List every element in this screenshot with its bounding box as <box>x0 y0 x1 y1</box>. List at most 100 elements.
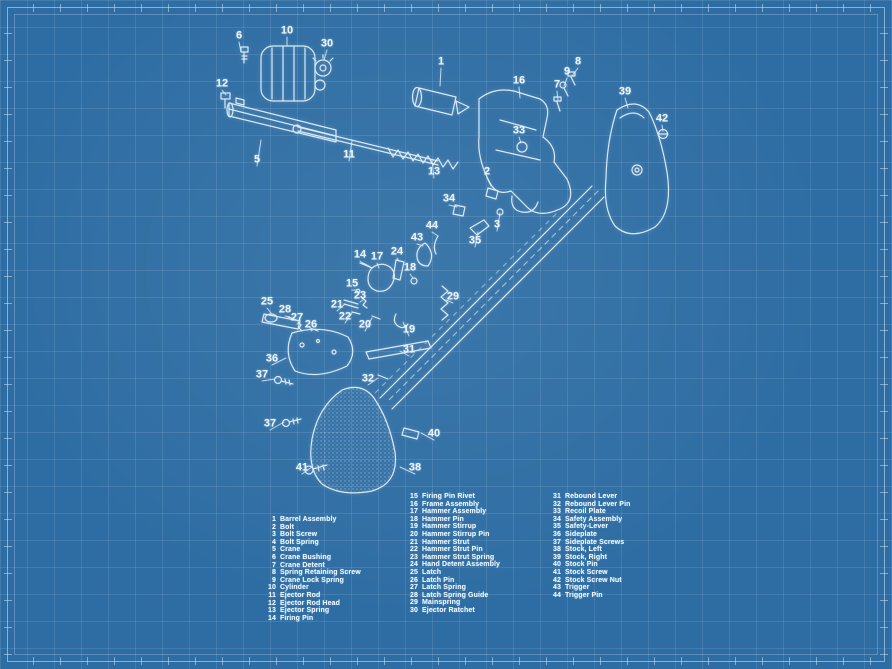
legend-item-label: Safety Assembly <box>565 515 623 523</box>
part-callout-39: 39 <box>618 85 632 98</box>
part-callout-36: 36 <box>265 352 279 365</box>
part-callout-8: 8 <box>574 55 582 68</box>
cylinder-drawing <box>220 45 334 109</box>
legend-item-label: Hammer Strut Pin <box>422 546 483 554</box>
part-callout-3: 3 <box>493 218 501 231</box>
assembly-axis-drawing <box>371 185 605 410</box>
ruler-ticks-left <box>4 7 12 662</box>
legend-item-label: Crane <box>280 546 301 554</box>
part-callout-29: 29 <box>446 290 460 303</box>
legend-item-label: Mainspring <box>422 599 461 607</box>
legend-item-label: Ejector Rod Head <box>280 599 340 607</box>
part-callout-31: 31 <box>402 343 416 356</box>
part-callout-40: 40 <box>427 427 441 440</box>
legend-item-number: 12 <box>268 599 276 607</box>
legend-item: 38 Stock, Left <box>548 546 631 554</box>
legend-item-label: Hammer Assembly <box>422 508 487 516</box>
legend-item-label: Stock, Right <box>565 553 608 561</box>
legend-item-number: 15 <box>410 493 418 500</box>
legend-item-label: Frame Assembly <box>422 500 480 508</box>
legend-item-label: Crane Bushing <box>280 553 332 561</box>
legend-item-number: 38 <box>553 546 561 554</box>
part-callout-42: 42 <box>655 112 669 125</box>
legend-item-number: 1 <box>272 516 276 523</box>
legend-item-label: Ejector Spring <box>280 607 330 615</box>
callout-leader-lines <box>221 36 664 475</box>
part-callout-24: 24 <box>390 245 404 258</box>
legend-item-number: 16 <box>410 500 418 508</box>
part-callout-23: 23 <box>353 289 367 302</box>
ejector-rod-drawing <box>292 124 459 170</box>
legend-item: 44 Trigger Pin <box>548 592 631 600</box>
legend-item-label: Firing Pin <box>280 614 314 622</box>
legend-item-label: Stock, Left <box>565 546 602 554</box>
legend-item-number: 27 <box>410 584 418 592</box>
legend-item-number: 30 <box>410 606 418 614</box>
legend-item-label: Hammer Strut <box>422 538 470 546</box>
part-callout-38: 38 <box>408 461 422 474</box>
part-callout-37: 37 <box>255 368 269 381</box>
legend-item-label: Cylinder <box>280 584 309 592</box>
legend-item-label: Sideplate Screws <box>565 538 625 546</box>
legend-item: 12 Ejector Rod Head <box>263 600 361 608</box>
part-callout-26: 26 <box>304 318 318 331</box>
legend-item-number: 40 <box>553 561 561 569</box>
part-callout-19: 19 <box>402 323 416 336</box>
part-callout-7: 7 <box>553 78 561 91</box>
legend-item-label: Hammer Stirrup Pin <box>422 530 490 538</box>
frame-drawing <box>478 71 576 216</box>
part-callout-44: 44 <box>425 219 439 232</box>
part-callout-17: 17 <box>370 250 384 263</box>
legend-item-number: 9 <box>272 576 276 584</box>
legend-item-number: 20 <box>410 530 418 538</box>
legend-item-number: 7 <box>272 561 276 569</box>
legend-item: 40 Stock Pin <box>548 561 631 569</box>
part-callout-21: 21 <box>330 298 344 311</box>
legend-item-label: Stock Pin <box>565 561 598 569</box>
part-callout-12: 12 <box>215 77 229 90</box>
legend-item-number: 14 <box>268 614 276 622</box>
part-callout-2: 2 <box>483 165 491 178</box>
legend-item-number: 42 <box>553 576 561 584</box>
stock-left-drawing <box>304 386 420 494</box>
part-callout-5: 5 <box>253 153 261 166</box>
legend-item-number: 2 <box>272 523 276 531</box>
legend-item-number: 11 <box>268 591 276 599</box>
ruler-ticks-top <box>7 4 885 12</box>
part-callout-32: 32 <box>361 372 375 385</box>
part-callout-1: 1 <box>437 55 445 68</box>
legend-item-number: 3 <box>272 531 276 539</box>
legend-item-number: 44 <box>553 591 561 599</box>
legend-item-label: Stock Screw Nut <box>565 576 622 584</box>
legend-item-number: 36 <box>553 530 561 538</box>
legend-item-label: Trigger <box>565 584 590 592</box>
part-callout-14: 14 <box>353 248 367 261</box>
part-callout-13: 13 <box>427 165 441 178</box>
legend-item-number: 33 <box>553 508 561 516</box>
legend-item-number: 43 <box>553 584 561 592</box>
legend-item-number: 6 <box>272 553 276 561</box>
legend-item-label: Crane Lock Spring <box>280 576 344 584</box>
legend-item-number: 26 <box>410 576 418 584</box>
legend-item-label: Spring Retaining Screw <box>280 569 361 577</box>
part-callout-15: 15 <box>345 277 359 290</box>
legend-item-label: Trigger Pin <box>565 591 603 599</box>
legend-item-number: 34 <box>553 515 561 523</box>
legend-item-label: Latch Spring Guide <box>422 591 489 599</box>
